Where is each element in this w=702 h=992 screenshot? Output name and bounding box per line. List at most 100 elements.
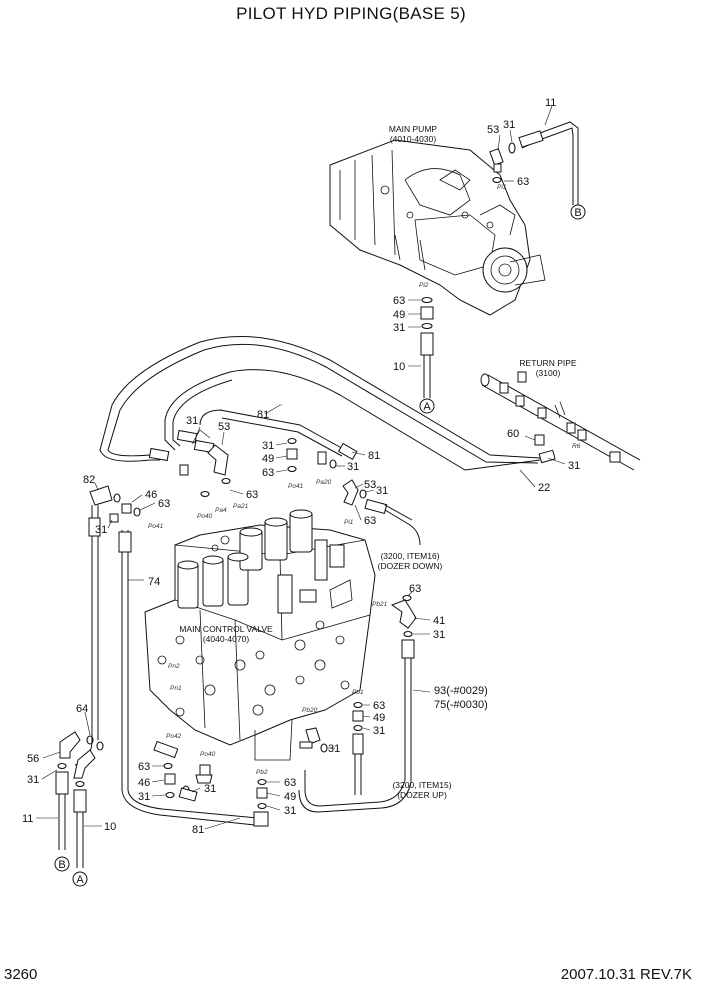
fitting-49-pb2[interactable] <box>256 787 268 799</box>
callout-10-low: 10 <box>104 821 116 833</box>
hose-10-lower[interactable] <box>73 789 87 868</box>
callout-56: 56 <box>27 753 39 765</box>
port-po41: Po41 <box>288 483 304 490</box>
fitting-49-mid[interactable] <box>286 448 298 460</box>
port-po42: Po42 <box>166 733 182 740</box>
port-pb20: Pb20 <box>302 707 318 714</box>
oring-31-pb2 <box>257 802 267 810</box>
oring-31-low <box>165 791 175 799</box>
callout-22: 22 <box>538 482 550 494</box>
connector-a-lower-label: A <box>76 874 84 886</box>
hose-10-upper[interactable] <box>420 332 434 398</box>
callout-63-pump: 63 <box>517 176 529 188</box>
pump-lower-oring-63 <box>421 296 433 304</box>
elbow-41[interactable] <box>390 599 417 629</box>
main-control-valve[interactable] <box>144 509 376 761</box>
elbow-53-right[interactable] <box>342 479 359 506</box>
hose-dozer-up[interactable] <box>352 733 364 795</box>
hose-11-lower[interactable] <box>55 771 69 850</box>
revision-date: 2007.10.31 REV.7K <box>560 966 692 983</box>
callout-49-mid: 49 <box>262 453 274 465</box>
hose-11-upper[interactable] <box>518 121 579 205</box>
dozer-up-label: (DOZER UP) <box>397 790 447 800</box>
return-pipe[interactable] <box>480 371 641 471</box>
callout-31-41: 31 <box>433 629 445 641</box>
oring-63-pb1 <box>353 701 363 709</box>
hose-end-left-2 <box>176 429 198 444</box>
elbow-53-top[interactable] <box>207 444 229 476</box>
hose-dozer-down[interactable] <box>364 498 421 546</box>
callout-93: 93(-#0029) <box>434 685 488 697</box>
connector-b-lower <box>54 856 70 872</box>
callout-63-pi2: 63 <box>393 295 405 307</box>
callout-53-top: 53 <box>218 421 230 433</box>
hose-end-left-1 <box>148 447 170 462</box>
fitting-pa20[interactable] <box>317 451 327 465</box>
callout-31-low: 31 <box>138 791 150 803</box>
connector-b-pump <box>570 204 586 220</box>
hose-82-end[interactable] <box>89 485 113 506</box>
fitting-small-top[interactable] <box>109 513 119 523</box>
hose-end-81-low <box>178 787 198 802</box>
oring-31-pb20 <box>320 743 328 753</box>
hose-81-loop[interactable] <box>99 335 541 464</box>
main-pump[interactable] <box>329 139 546 316</box>
pump-fitting-53[interactable] <box>489 148 504 173</box>
callout-81-right: 81 <box>368 450 380 462</box>
pump-lower-fitting-49[interactable] <box>420 306 434 320</box>
callout-53-pump: 53 <box>487 124 499 136</box>
callout-31-pump: 31 <box>503 119 515 131</box>
callout-11-low: 11 <box>22 813 33 825</box>
hose-22[interactable] <box>164 369 541 471</box>
hose-81-upper[interactable] <box>199 409 346 457</box>
page-title: PILOT HYD PIPING(BASE 5) <box>236 4 466 23</box>
oring-64-a <box>86 735 94 745</box>
oring-31-right <box>329 459 337 469</box>
port-pb21: Pb21 <box>372 601 388 608</box>
callout-41: 41 <box>433 615 445 627</box>
fitting-po40-low[interactable] <box>195 764 213 784</box>
hose-93-75[interactable] <box>298 639 415 813</box>
callout-31-right: 31 <box>347 461 359 473</box>
connector-a-pump-label: A <box>423 401 431 413</box>
callout-63-41: 63 <box>409 583 421 595</box>
callout-46-low: 46 <box>138 777 150 789</box>
fitting-49-pb1[interactable] <box>352 710 364 722</box>
callout-63-low: 63 <box>138 761 150 773</box>
port-pa4: Pa4 <box>215 507 227 514</box>
port-pb2: Pb2 <box>256 769 268 776</box>
callout-31-right2: 31 <box>376 485 388 497</box>
port-pa21: Pa21 <box>233 503 249 510</box>
dozer-down-label: (DOZER DOWN) <box>378 561 443 571</box>
callout-11-top: 11 <box>545 97 556 109</box>
elbow-56-64[interactable] <box>59 731 96 779</box>
port-pi2: Pi2 <box>419 282 429 289</box>
fitting-pb20[interactable] <box>299 727 321 749</box>
fitting-46-low[interactable] <box>164 773 176 785</box>
callout-31-left: 31 <box>95 524 107 536</box>
callout-31-pb20: 31 <box>328 743 340 755</box>
connector-a-pump <box>419 398 435 414</box>
callout-53-right: 53 <box>364 479 376 491</box>
connector-a-lower <box>72 871 88 887</box>
port-pn2: Pn2 <box>168 663 180 670</box>
hose-end-right-81 <box>337 442 358 461</box>
port-pb1: Pb1 <box>352 689 364 696</box>
callout-10-pi2: 10 <box>393 361 405 373</box>
oring-63-low <box>163 762 173 770</box>
port-po41-left: Po41 <box>148 523 164 530</box>
fitting-po41[interactable] <box>179 464 189 476</box>
hose-74[interactable] <box>74 505 259 826</box>
fitting-46-top[interactable] <box>121 503 132 514</box>
callout-31-return: 31 <box>568 460 580 472</box>
oring-63-41 <box>402 594 412 602</box>
hose-81-lower-end <box>253 811 269 827</box>
port-pa20: Pa20 <box>316 479 332 486</box>
connector-b-pump-label: B <box>574 207 581 219</box>
callout-31-pi2: 31 <box>393 322 405 334</box>
port-pi1: Pi1 <box>497 184 507 191</box>
pump-oring-31 <box>508 142 516 154</box>
oring-64-b <box>96 741 104 751</box>
oring-31-56 <box>57 762 67 770</box>
